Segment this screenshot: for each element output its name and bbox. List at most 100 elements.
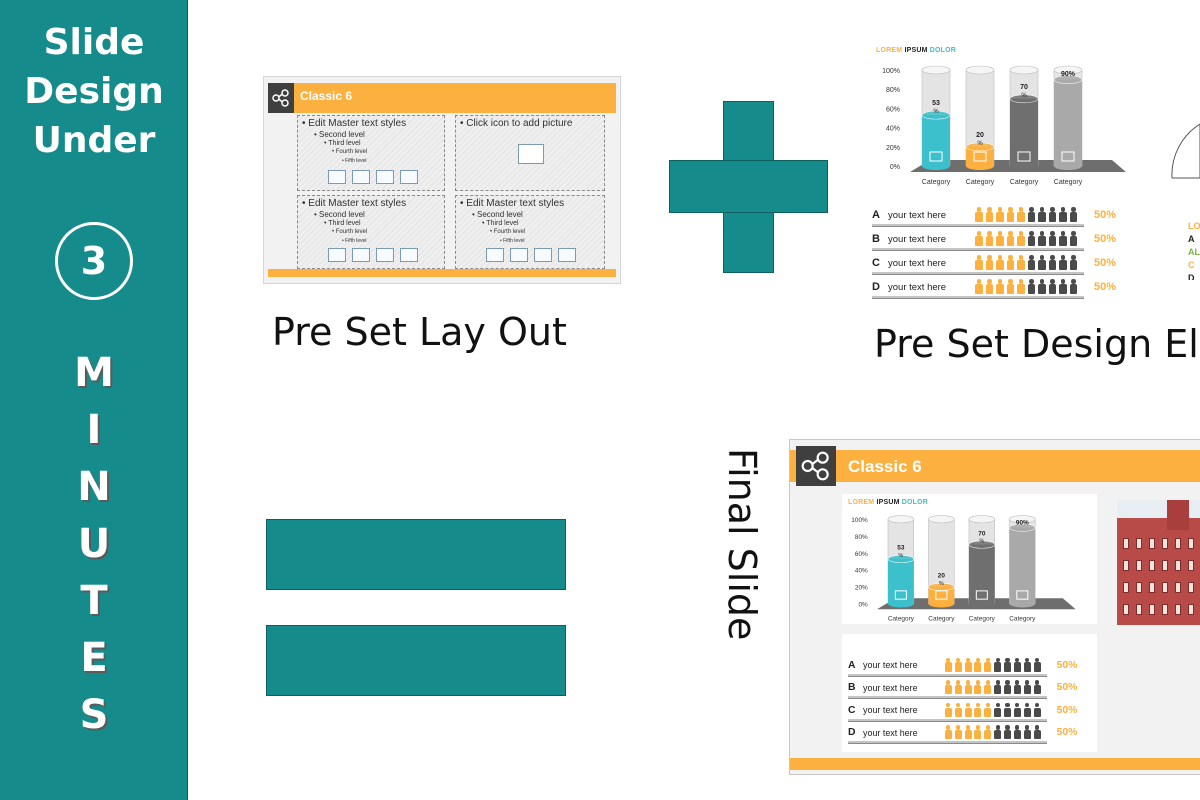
placeholder-subtext: • Third level (482, 220, 519, 227)
placeholder-content[interactable]: • Edit Master text styles • Second level… (455, 195, 605, 269)
sidebar-title: Slide Design Under (0, 18, 188, 165)
y-tick-label: 60% (855, 551, 868, 558)
placeholder-content[interactable]: • Edit Master text styles • Second level… (297, 195, 445, 269)
layout-slide-thumbnail[interactable]: Classic 6 • Edit Master text styles • Se… (263, 76, 621, 284)
person-icon (995, 231, 1006, 247)
bar (888, 558, 914, 604)
bar-base (922, 162, 950, 170)
row-text: your text here (888, 209, 947, 221)
category-label: Category (966, 179, 995, 186)
person-icon (1069, 255, 1080, 271)
minutes-letter: E (80, 635, 108, 681)
row-text: your text here (863, 682, 918, 693)
person-icon (1027, 279, 1038, 295)
person-icon (974, 279, 985, 295)
data-label: 70 (1020, 84, 1028, 91)
bar-base (888, 600, 914, 608)
person-icon (983, 702, 993, 718)
person-icon (1033, 702, 1043, 718)
chart-svg: 0%20%40%60%80%100%53%Category20%Category… (851, 515, 1076, 622)
row-divider (872, 248, 1084, 251)
person-icon (985, 231, 996, 247)
slide-title: Classic 6 (300, 89, 353, 103)
bar-base (968, 600, 995, 608)
person-icon (1033, 680, 1043, 695)
y-tick-label: 80% (855, 534, 868, 541)
person-icon (1058, 255, 1069, 271)
person-icon (1058, 279, 1069, 295)
person-icon (1069, 279, 1080, 295)
table-icon (376, 248, 394, 262)
chart-title-part: DOLOR (929, 47, 957, 54)
person-icon (1023, 680, 1033, 695)
bar-base (1010, 162, 1038, 170)
person-icon (985, 255, 996, 271)
placeholder-subtext: • Second level (314, 130, 365, 139)
person-icon (995, 279, 1006, 295)
bar (928, 586, 955, 604)
bar-base (928, 600, 955, 608)
legend-text: A (1188, 234, 1195, 244)
person-icon (1033, 657, 1043, 673)
chart-title-part: LOREM (848, 499, 875, 506)
person-icon (954, 702, 964, 718)
chart-icon (352, 170, 370, 184)
person-icon (1013, 680, 1023, 695)
y-tick-label: 20% (886, 145, 900, 152)
person-icon (1013, 702, 1023, 718)
y-tick-label: 0% (890, 164, 900, 171)
person-icon (993, 725, 1003, 740)
row-divider (848, 673, 1048, 677)
building-window (1162, 604, 1168, 615)
person-icon (983, 657, 993, 673)
bar (1010, 98, 1038, 166)
row-percent: 50% (1094, 257, 1117, 269)
final-slide-thumbnail[interactable]: Classic 6 LOREM IPSUM DOLOR 0%20%40%60%8… (789, 439, 1200, 775)
cylinder-glass-top (965, 65, 995, 75)
person-icon (995, 207, 1006, 223)
row-text: your text here (888, 233, 947, 245)
y-tick-label: 80% (886, 87, 900, 94)
person-icon (1006, 279, 1017, 295)
person-icon (1016, 255, 1027, 271)
person-icon (1058, 231, 1069, 247)
person-icon-row (944, 657, 1055, 673)
placeholder-picture[interactable]: • Click icon to add picture (455, 115, 605, 191)
data-label-unit: % (979, 539, 984, 545)
placeholder-subtext: • Third level (324, 220, 361, 227)
person-icon (1027, 207, 1038, 223)
person-icon (993, 680, 1003, 695)
building-window (1188, 538, 1194, 549)
data-label: 90% (1016, 520, 1029, 527)
person-icon (973, 725, 983, 740)
person-icon (1023, 702, 1033, 718)
caption-final-slide: Final Slide (720, 448, 764, 641)
person-icon (1027, 231, 1038, 247)
picture-icon (328, 248, 346, 262)
bar-icon (1016, 590, 1029, 600)
placeholder-subtext: • Fifth level (342, 158, 367, 164)
person-icon (1048, 279, 1059, 295)
placeholder-content[interactable]: • Edit Master text styles • Second level… (297, 115, 445, 191)
slide-title: Classic 6 (848, 457, 922, 476)
category-label: Category (888, 615, 915, 622)
person-icon-row (944, 680, 1055, 695)
row-percent: 50% (1056, 704, 1078, 716)
cylinder-glass-top (1053, 65, 1083, 75)
bar-icon (973, 151, 987, 162)
person-icon (1048, 231, 1059, 247)
data-label: 20 (976, 132, 984, 139)
gauge-fragment (1160, 110, 1200, 180)
row-letter: D (848, 727, 856, 739)
placeholder-subtext: • Third level (324, 140, 361, 147)
person-icon (1023, 725, 1033, 740)
row-percent: 50% (1056, 727, 1078, 739)
chart-title: LOREM IPSUM DOLOR (848, 499, 928, 506)
building-window (1123, 582, 1129, 593)
placeholder-subtext: • Fourth level (490, 229, 526, 235)
picture-icon (328, 170, 346, 184)
data-label: 53 (932, 100, 940, 107)
row-letter: B (848, 682, 856, 694)
y-tick-label: 40% (886, 126, 900, 133)
